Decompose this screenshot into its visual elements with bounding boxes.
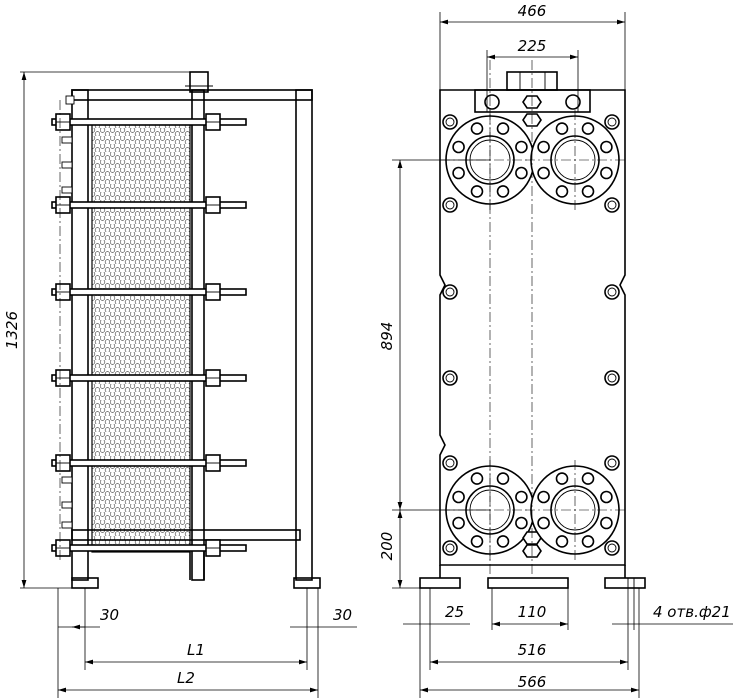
support-column xyxy=(295,89,313,581)
bolt-head xyxy=(61,476,73,484)
left-offset-dimension: 30 xyxy=(100,606,119,624)
side-bolt xyxy=(604,370,620,386)
flange-bolt xyxy=(581,185,595,198)
side-bolt xyxy=(604,284,620,300)
flange-bolt xyxy=(470,472,484,485)
flange-bolt xyxy=(452,166,465,180)
bolt-head xyxy=(61,521,73,529)
port-flange xyxy=(525,460,625,560)
top-roller xyxy=(506,71,558,91)
flange-inner xyxy=(554,139,596,181)
bolt-head xyxy=(65,95,75,105)
side-bolt xyxy=(604,197,620,213)
base-width-dimension: 566 xyxy=(518,673,547,691)
bottom-port-dimension: 200 xyxy=(378,532,396,561)
flange-inner xyxy=(554,489,596,531)
flange-bolt xyxy=(555,535,569,548)
flange-bolt xyxy=(496,122,510,135)
tie-rod xyxy=(51,544,247,552)
flange-bolt xyxy=(555,185,569,198)
plate-pack xyxy=(91,121,191,553)
side-bolt xyxy=(442,455,458,471)
flange-bolt xyxy=(515,516,528,530)
flange-bolt xyxy=(537,490,550,504)
flange-bolt xyxy=(515,490,528,504)
side-bolt xyxy=(604,455,620,471)
flange-bolt xyxy=(470,535,484,548)
port-vertical-dimension: 894 xyxy=(378,322,396,351)
flange-bolt xyxy=(581,472,595,485)
holes-dimension: 4 отв.ф21 xyxy=(653,603,731,621)
flange-bolt xyxy=(581,535,595,548)
flange-bolt xyxy=(452,516,465,530)
port-flange xyxy=(525,110,625,210)
flange-bolt xyxy=(537,166,550,180)
side-bolt xyxy=(442,197,458,213)
side-bolt xyxy=(442,284,458,300)
flange-bolt xyxy=(452,140,465,154)
side-bolt xyxy=(442,114,458,130)
tie-rod xyxy=(51,288,247,296)
flange-bolt xyxy=(496,535,510,548)
right-offset-dimension: 30 xyxy=(333,606,352,624)
right-base-plate xyxy=(604,577,646,589)
bolt-head xyxy=(61,186,73,194)
side-bolt xyxy=(604,114,620,130)
flange-bolt xyxy=(496,185,510,198)
tie-rod xyxy=(51,201,247,209)
bolt-head xyxy=(61,501,73,509)
side-bolt xyxy=(442,370,458,386)
tie-rod xyxy=(51,459,247,467)
l1-dimension: L1 xyxy=(187,641,205,659)
bolt-head xyxy=(61,161,73,169)
base-plate xyxy=(419,577,461,589)
front-view xyxy=(419,60,646,589)
center-foot xyxy=(487,577,569,589)
side-bolt xyxy=(604,540,620,556)
flange-bolt xyxy=(600,490,613,504)
foot-offset-dimension: 25 xyxy=(445,603,464,621)
flange-bolt xyxy=(600,166,613,180)
side-bolts xyxy=(442,114,620,558)
flange-bolt xyxy=(515,166,528,180)
l2-dimension: L2 xyxy=(177,669,195,687)
bolt-head xyxy=(61,136,73,144)
fixed-plate xyxy=(71,89,89,581)
tie-rod xyxy=(51,374,247,382)
flange-bolt xyxy=(452,490,465,504)
flange-bolt xyxy=(537,516,550,530)
flange-bolt xyxy=(581,122,595,135)
side-view xyxy=(51,71,321,589)
flange-bolt xyxy=(537,140,550,154)
flange-bolt xyxy=(555,472,569,485)
foot-width-dimension: 110 xyxy=(518,603,547,621)
flange-bolt xyxy=(470,122,484,135)
bolt-span-dimension: 516 xyxy=(518,641,547,659)
port-spacing-dimension: 225 xyxy=(518,37,547,55)
pressure-plate xyxy=(191,89,205,581)
flange-bolt xyxy=(555,122,569,135)
dimensions: 1326 30 30 L1 L2 466 225 894 xyxy=(3,2,733,698)
flange-bolt xyxy=(515,140,528,154)
top-width-dimension: 466 xyxy=(518,2,547,20)
flange-bolt xyxy=(600,516,613,530)
flange-bolt xyxy=(600,140,613,154)
top-nozzle xyxy=(189,71,209,93)
height-dimension: 1326 xyxy=(3,311,21,349)
flange-bolt xyxy=(496,472,510,485)
tie-rod xyxy=(51,118,247,126)
tie-rods xyxy=(51,95,247,557)
port-flanges xyxy=(440,110,625,560)
side-bolt xyxy=(442,540,458,556)
flange-bolt xyxy=(470,185,484,198)
